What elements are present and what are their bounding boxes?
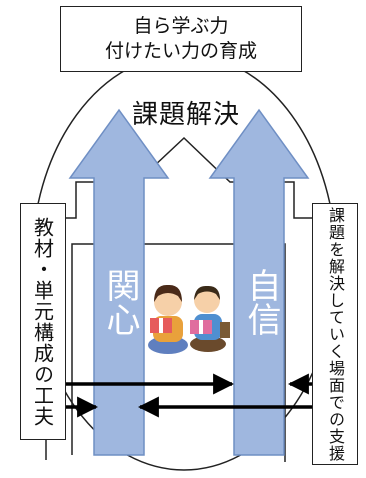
children-reading-icon xyxy=(148,284,230,354)
arrow-label-confidence: 自信 xyxy=(241,268,281,336)
left-box-text: 教材・単元構成の工夫 xyxy=(30,216,55,427)
arrow-label-interest: 関心 xyxy=(100,268,140,336)
top-box-line-2: 付けたい力の育成 xyxy=(104,40,257,62)
inner-outline xyxy=(71,243,286,462)
right-support-box: 課題を解決していく場面での支援 xyxy=(312,203,358,465)
left-method-box: 教材・単元構成の工夫 xyxy=(20,203,66,440)
arrow-confidence xyxy=(208,108,310,456)
right-box-text: 課題を解決していく場面での支援 xyxy=(326,206,345,462)
goal-label: 課題解決 xyxy=(131,100,240,130)
top-goal-box: 自ら学ぶ力 付けたい力の育成 xyxy=(60,6,302,72)
top-box-line-1: 自ら学ぶ力 xyxy=(133,15,229,37)
